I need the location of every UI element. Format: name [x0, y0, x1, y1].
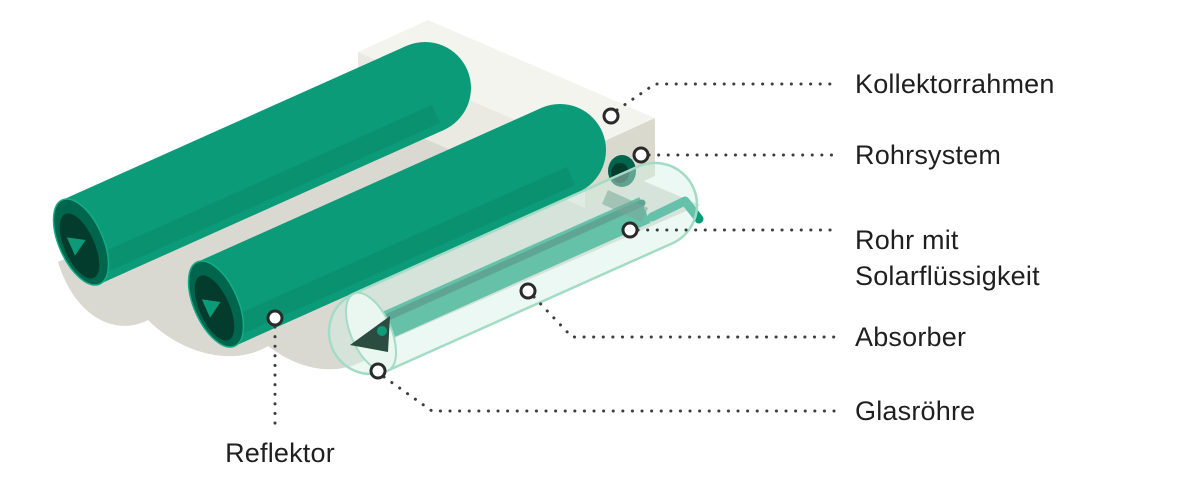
label-rohr-solarfluessigkeit: Rohr mit Solarflüssigkeit — [855, 222, 1040, 294]
vacuum-tube-1 — [52, 42, 471, 286]
leader-kollektorrahmen — [615, 82, 840, 112]
marker-kollektorrahmen — [602, 107, 620, 125]
label-absorber: Absorber — [855, 322, 967, 352]
pipe-system-port — [608, 155, 636, 187]
label-glasroehre: Glasröhre — [855, 396, 976, 426]
leader-lines — [273, 82, 840, 430]
label-rohr-line2: Solarflüssigkeit — [855, 261, 1040, 291]
glass-tube-end — [344, 291, 398, 373]
callout-markers — [266, 107, 650, 380]
tube-2-end-cap — [187, 260, 245, 348]
marker-rohr-solarfluessigkeit — [621, 221, 639, 239]
label-kollektorrahmen: Kollektorrahmen — [855, 69, 1055, 99]
label-reflektor: Reflektor — [225, 438, 335, 468]
glass-tube — [327, 161, 699, 376]
solar-fluid-pipe — [384, 199, 646, 321]
marker-absorber — [519, 282, 537, 300]
marker-reflektor — [266, 309, 284, 327]
tube-1-end-cap — [52, 198, 110, 286]
leader-glasroehre — [382, 375, 840, 413]
vacuum-tube-2 — [187, 104, 606, 348]
leader-absorber — [532, 295, 840, 339]
marker-glasroehre — [369, 362, 387, 380]
marker-rohrsystem — [632, 146, 650, 164]
absorber-header-patch — [602, 190, 648, 222]
fluid-outlet-pipe — [647, 196, 704, 224]
label-rohr-line1: Rohr mit — [855, 225, 959, 255]
label-rohrsystem: Rohrsystem — [855, 140, 1002, 170]
